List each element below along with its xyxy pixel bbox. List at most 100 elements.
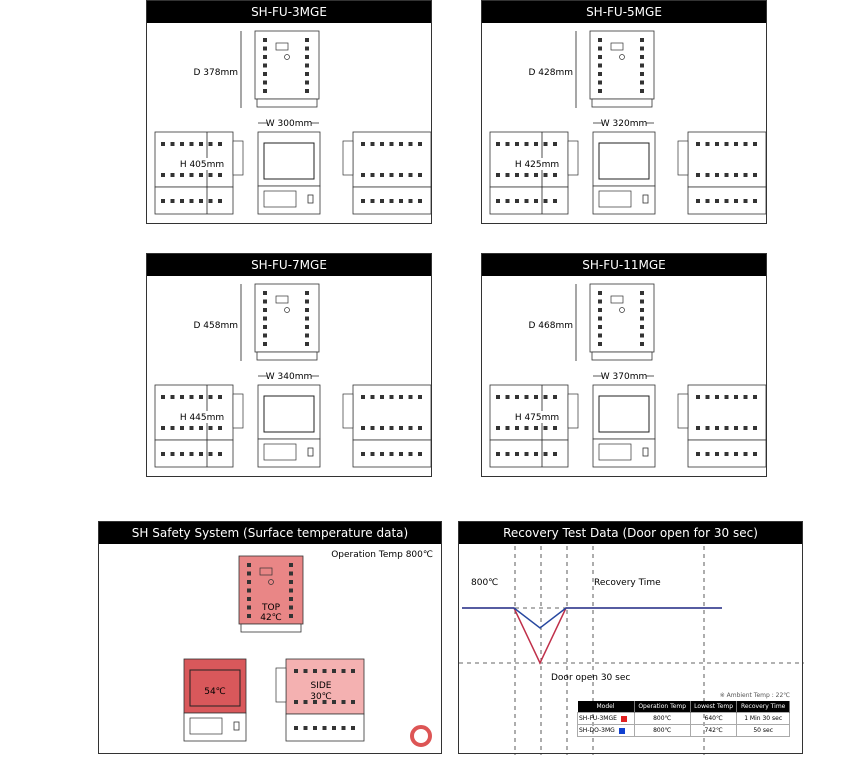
vent-square xyxy=(380,395,384,399)
vent-square xyxy=(640,308,644,312)
label-bg xyxy=(514,411,560,423)
door-hinge xyxy=(342,393,354,429)
vent-square xyxy=(524,142,529,146)
ambient-note: ※ Ambient Temp : 22℃ xyxy=(719,692,790,699)
recovery-panel: Recovery Test Data (Door open for 30 sec… xyxy=(458,521,804,755)
vent-square xyxy=(218,395,222,399)
vent-square xyxy=(534,452,538,456)
vent-square xyxy=(170,395,175,399)
vent-square xyxy=(208,173,213,177)
width-label: W 320mm xyxy=(601,119,647,129)
vent-square xyxy=(496,142,500,146)
vent-square xyxy=(598,38,602,42)
vent-square xyxy=(598,63,602,68)
vent-square xyxy=(303,700,308,704)
vent-square xyxy=(598,72,602,76)
vent-square xyxy=(753,142,757,146)
control-panel xyxy=(263,443,297,461)
vent-square xyxy=(189,395,194,399)
col-model: Model xyxy=(577,701,635,713)
vent-square xyxy=(753,199,757,203)
vent-square xyxy=(505,395,510,399)
vent-square xyxy=(341,700,346,704)
vent-square xyxy=(534,426,538,430)
vent-square xyxy=(341,669,346,673)
recovery-title: Recovery Test Data (Door open for 30 sec… xyxy=(459,522,802,544)
vent-square xyxy=(743,199,748,203)
vent-square xyxy=(399,395,403,399)
recovery-table: Model Operation Temp Lowest Temp Recover… xyxy=(577,701,790,737)
vent-square xyxy=(305,72,309,76)
vent-square xyxy=(361,142,365,146)
vent-square xyxy=(189,142,194,146)
table-row: SH-FU-3MGE 800℃ 640℃ 1 Min 30 sec xyxy=(577,712,790,725)
vent-square xyxy=(361,426,365,430)
vent-square xyxy=(180,199,184,203)
control-panel xyxy=(263,190,297,208)
vent-square xyxy=(505,199,510,203)
vent-square xyxy=(399,199,403,203)
table-row: SH-DO-3MG 800℃ 742℃ 50 sec xyxy=(577,724,790,737)
vent-square xyxy=(705,142,710,146)
blue-swatch xyxy=(618,727,625,734)
vent-square xyxy=(180,426,184,430)
vent-square xyxy=(399,173,403,177)
label-bg xyxy=(179,158,225,170)
vent-square xyxy=(724,142,729,146)
vent-square xyxy=(734,395,738,399)
vent-square xyxy=(370,452,375,456)
door-hinge xyxy=(232,393,244,429)
vent-square xyxy=(553,426,557,430)
vent-square xyxy=(724,199,729,203)
series-line xyxy=(462,607,722,629)
top-view-base xyxy=(591,98,653,108)
vent-square xyxy=(753,426,757,430)
vent-square xyxy=(734,142,738,146)
vent-square xyxy=(305,325,309,329)
vent-square xyxy=(696,142,700,146)
vent-square xyxy=(640,291,644,295)
vent-square xyxy=(351,669,355,673)
recovery-label: Recovery Time xyxy=(594,578,661,588)
vent-square xyxy=(218,426,222,430)
vent-square xyxy=(724,173,729,177)
vent-square xyxy=(515,173,519,177)
display-icon xyxy=(275,295,289,304)
vent-square xyxy=(496,173,500,177)
model-title: SH-FU-5MGE xyxy=(482,1,766,23)
vent-square xyxy=(715,426,719,430)
door-hinge xyxy=(677,140,689,176)
control-box xyxy=(257,438,321,468)
vent-square xyxy=(199,426,203,430)
vent-square xyxy=(199,173,203,177)
vent-square xyxy=(640,72,644,76)
control-box xyxy=(183,712,247,742)
vent-square xyxy=(289,580,293,584)
model-title: SH-FU-11MGE xyxy=(482,254,766,276)
vent-square xyxy=(170,142,175,146)
vent-square xyxy=(289,588,293,593)
vent-square xyxy=(743,173,748,177)
vent-square xyxy=(598,316,602,321)
label-bg xyxy=(602,370,646,381)
vent-square xyxy=(598,308,602,312)
vent-square xyxy=(180,452,184,456)
side-upper xyxy=(352,384,432,441)
vent-square xyxy=(598,333,602,338)
vent-square xyxy=(496,199,500,203)
vent-square xyxy=(534,142,538,146)
vent-square xyxy=(218,452,222,456)
door-hinge xyxy=(567,393,579,429)
vent-square xyxy=(218,173,222,177)
vent-square xyxy=(305,291,309,295)
vent-square xyxy=(263,72,267,76)
vent-square xyxy=(389,452,394,456)
vent-square xyxy=(180,395,184,399)
side-upper xyxy=(285,658,365,715)
vent-square xyxy=(370,142,375,146)
vent-square xyxy=(313,700,317,704)
vent-square xyxy=(208,395,213,399)
